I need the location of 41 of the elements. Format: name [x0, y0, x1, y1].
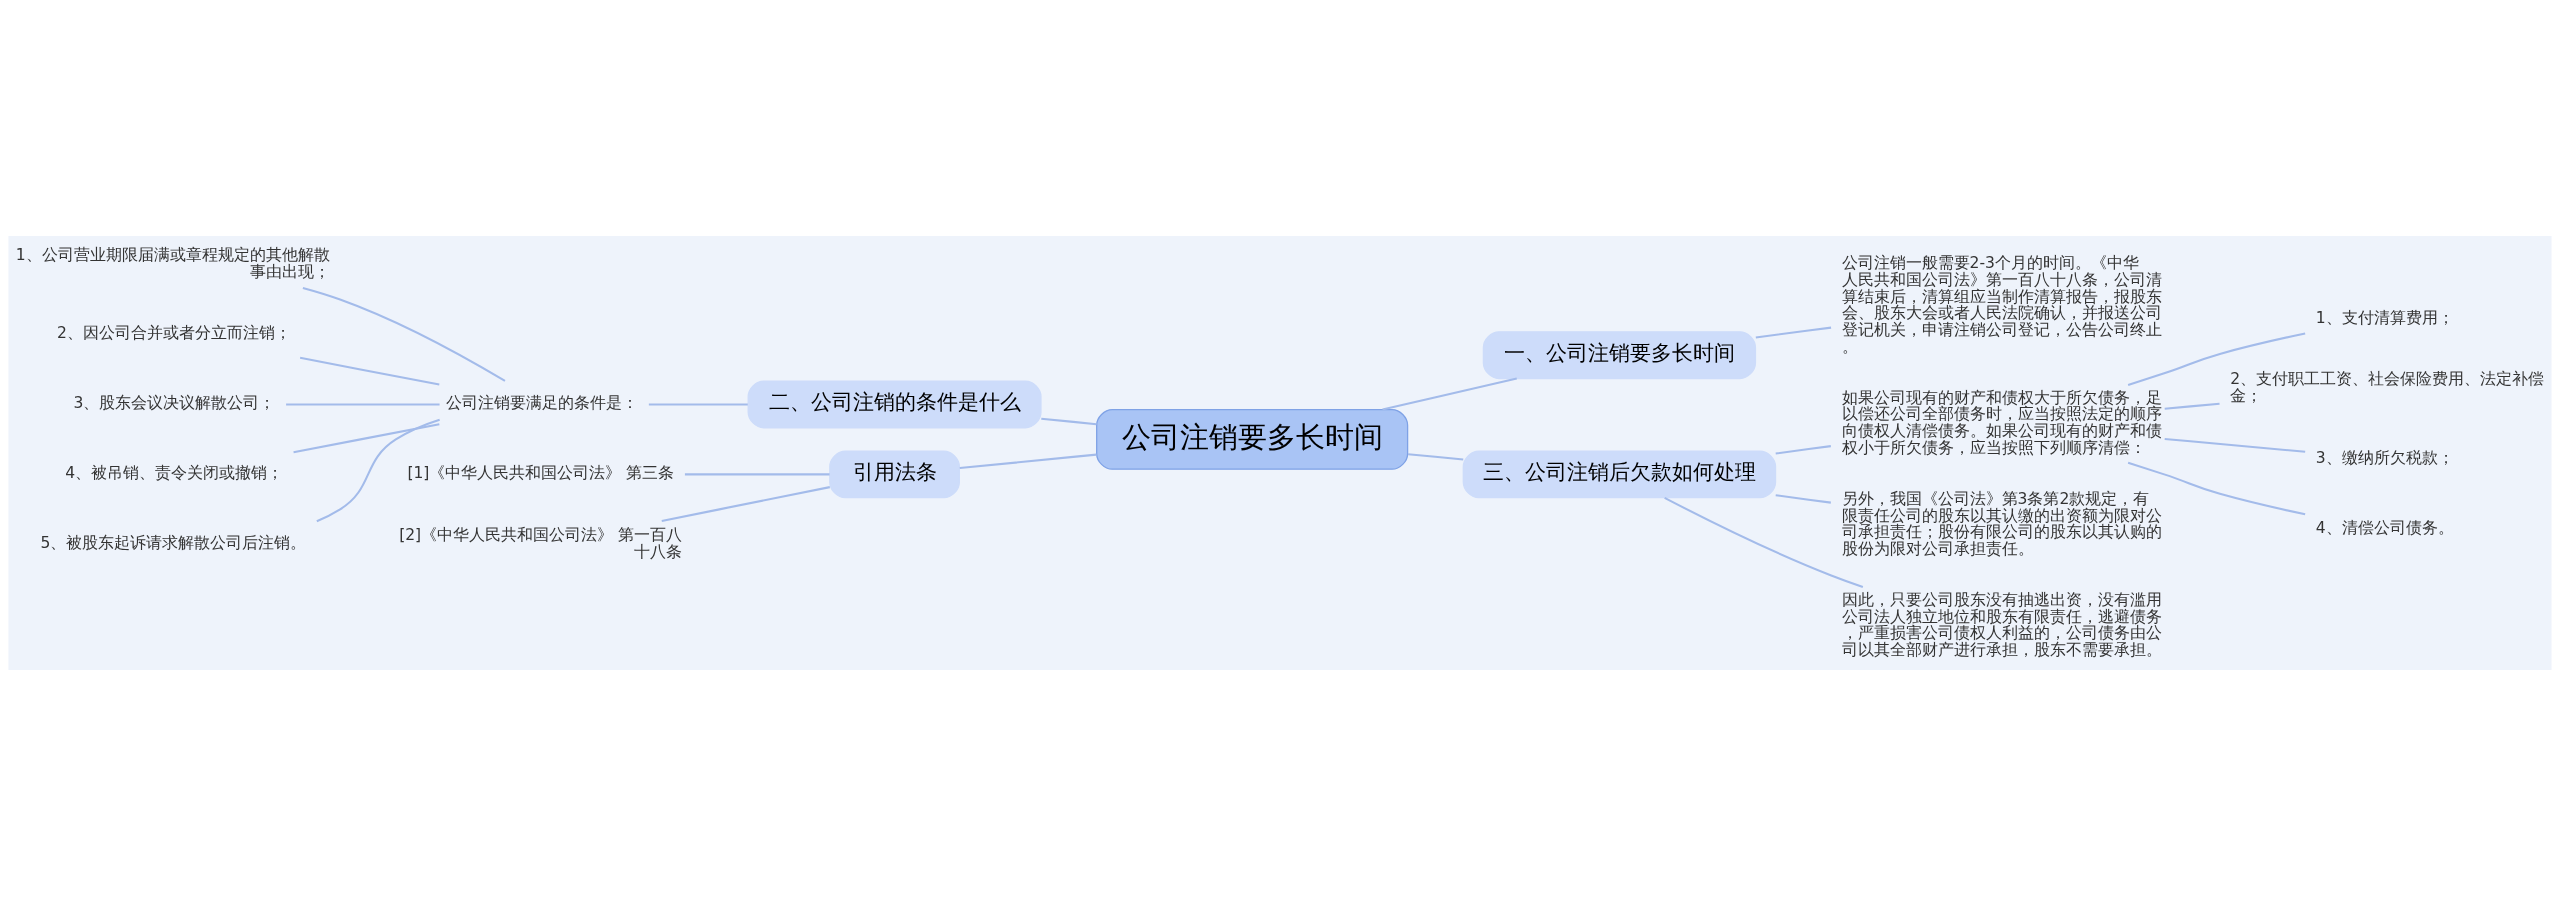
connector: [2127, 332, 2306, 386]
connector: [959, 453, 1097, 470]
node-text: 1、公司营业期限届满或章程规定的其他解散事由出现；: [15, 246, 330, 281]
node-text: 1、支付清算费用；: [2315, 308, 2454, 327]
connector: [302, 286, 506, 382]
connector: [648, 403, 748, 406]
node-text: 公司注销要满足的条件是：: [446, 394, 639, 413]
node-text: 2、支付职工工资、社会保险费用、法定补偿金；: [2230, 370, 2545, 406]
node-text: 3、股东会议决议解散公司；: [73, 394, 276, 413]
connector: [1664, 496, 1864, 588]
node-text: 2、因公司合并或者分立而注销；: [56, 324, 291, 343]
connector: [684, 473, 830, 476]
node-text: [2]《中华人民共和国公司法》 第一百八十八条: [399, 525, 683, 561]
connector: [1041, 417, 1097, 426]
node-box: 二、公司注销的条件是什么: [747, 380, 1042, 429]
connector: [316, 418, 440, 523]
connector: [286, 403, 440, 406]
node-text: 4、被吊销、责令关闭或撤销；: [65, 464, 284, 483]
node-text: 3、缴纳所欠税款；: [2315, 448, 2454, 467]
node-box: 三、公司注销后欠款如何处理: [1462, 450, 1777, 499]
connector: [661, 486, 830, 522]
connector: [293, 423, 440, 454]
node-text: [1]《中华人民共和国公司法》 第三条: [407, 464, 675, 483]
connector: [299, 356, 440, 386]
connector: [2164, 402, 2220, 410]
node-text: 另外，我国《公司法》第3条第2款规定，有限责任公司的股东以其认缴的出资额为限对公司承担责任；股份有限公司的股东以其认购的股份为限对公司承担责任。: [1841, 489, 2162, 559]
node-text: 4、清偿公司债务。: [2315, 518, 2454, 537]
connector: [1775, 445, 1831, 455]
connector: [2127, 461, 2306, 516]
node-text: 如果公司现有的财产和债权大于所欠债务，足以偿还公司全部债务时，应当按照法定的顺序向债权人清偿债务。如果公司现有的财产和债权小于所欠债务，应当按照下列顺序清偿：: [1841, 388, 2162, 458]
connector: [2164, 437, 2306, 453]
node-box: 一、公司注销要多长时间: [1482, 331, 1757, 380]
node-box: 引用法条: [829, 450, 960, 499]
node-box: 公司注销要多长时间: [1096, 408, 1409, 470]
connector: [1408, 453, 1464, 461]
connector: [1775, 494, 1831, 504]
connector: [1755, 326, 1832, 339]
connector: [1382, 377, 1517, 411]
node-text: 因此，只要公司股东没有抽逃出资，没有滥用公司法人独立地位和股东有限责任，逃避债务，严重损害公司债权人利益的，公司债务由公司以其全部财产进行承担，股东不需要承担。: [1841, 590, 2162, 660]
node-text: 公司注销一般需要2-3个月的时间。《中华人民共和国公司法》第一百八十八条，公司清算结束后，清算组应当制作清算报告，报股东会、股东大会或者人民法院确认，并报送公司登记机关，申请注销公司登记，公告公司终止。: [1841, 253, 2162, 357]
node-text: 5、被股东起诉请求解散公司后注销。: [40, 534, 307, 553]
